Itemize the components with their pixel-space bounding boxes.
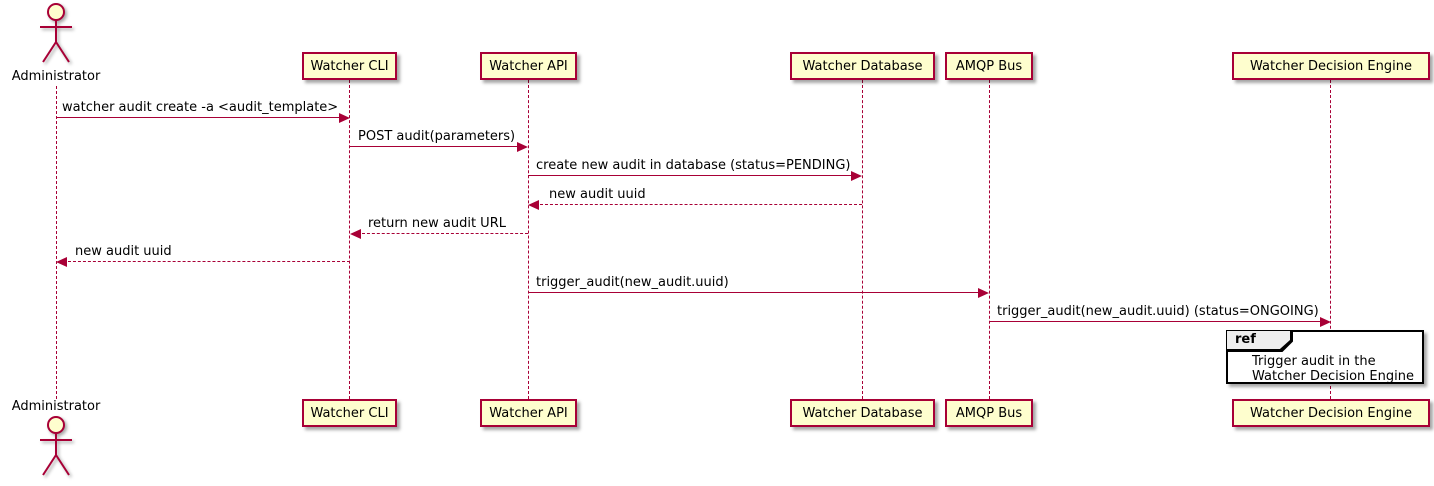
message-label: trigger_audit(new_audit.uuid) bbox=[536, 275, 729, 290]
participant-watcher-cli-bottom: Watcher CLI bbox=[302, 399, 397, 427]
message-line bbox=[989, 321, 1320, 322]
message-line bbox=[540, 204, 862, 205]
ref-text-line: Watcher Decision Engine bbox=[1252, 369, 1414, 384]
message-line bbox=[56, 117, 339, 118]
message-label: watcher audit create -a <audit_template> bbox=[62, 100, 339, 115]
participant-watcher-database-top: Watcher Database bbox=[790, 52, 935, 80]
arrowhead-icon bbox=[851, 171, 862, 181]
ref-text: Trigger audit in the Watcher Decision En… bbox=[1252, 354, 1414, 384]
arrowhead-icon bbox=[56, 257, 67, 267]
message-line bbox=[528, 292, 978, 293]
ref-tab: ref bbox=[1227, 331, 1293, 352]
ref-text-line: Trigger audit in the bbox=[1252, 354, 1376, 369]
message-label: new audit uuid bbox=[549, 187, 646, 202]
participant-watcher-decision-engine-top: Watcher Decision Engine bbox=[1232, 52, 1430, 80]
message-line bbox=[528, 175, 851, 176]
arrowhead-icon bbox=[517, 142, 528, 152]
actor-icon bbox=[40, 3, 72, 63]
arrowhead-icon bbox=[1320, 317, 1331, 327]
participant-amqp-bus-top: AMQP Bus bbox=[945, 52, 1033, 80]
arrowhead-icon bbox=[350, 229, 361, 239]
ref-fragment: ref Trigger audit in the Watcher Decisio… bbox=[1226, 330, 1424, 384]
arrowhead-icon bbox=[528, 200, 539, 210]
message-label: trigger_audit(new_audit.uuid) (status=ON… bbox=[997, 304, 1319, 319]
message-label: create new audit in database (status=PEN… bbox=[536, 158, 851, 173]
participant-amqp-bus-bottom: AMQP Bus bbox=[945, 399, 1033, 427]
lifeline-watcher-api bbox=[528, 80, 529, 399]
participant-watcher-database-bottom: Watcher Database bbox=[790, 399, 935, 427]
message-label: POST audit(parameters) bbox=[358, 129, 516, 144]
message-line bbox=[68, 261, 350, 262]
message-line bbox=[362, 233, 528, 234]
lifeline-watcher-database bbox=[862, 80, 863, 399]
actor-name-bottom: Administrator bbox=[11, 399, 101, 414]
lifeline-watcher-decision-engine bbox=[1330, 80, 1331, 399]
lifeline-amqp-bus bbox=[989, 80, 990, 399]
arrowhead-icon bbox=[339, 113, 350, 123]
message-line bbox=[350, 146, 517, 147]
message-label: return new audit URL bbox=[368, 216, 506, 231]
actor-icon bbox=[40, 416, 72, 476]
lifeline-administrator bbox=[56, 86, 57, 399]
participant-watcher-cli-top: Watcher CLI bbox=[302, 52, 397, 80]
actor-name-top: Administrator bbox=[11, 69, 101, 84]
arrowhead-icon bbox=[978, 288, 989, 298]
participant-watcher-api-top: Watcher API bbox=[480, 52, 577, 80]
participant-watcher-api-bottom: Watcher API bbox=[480, 399, 577, 427]
ref-keyword: ref bbox=[1227, 331, 1290, 349]
participant-watcher-decision-engine-bottom: Watcher Decision Engine bbox=[1232, 399, 1430, 427]
message-label: new audit uuid bbox=[75, 244, 172, 259]
lifeline-watcher-cli bbox=[349, 80, 350, 399]
